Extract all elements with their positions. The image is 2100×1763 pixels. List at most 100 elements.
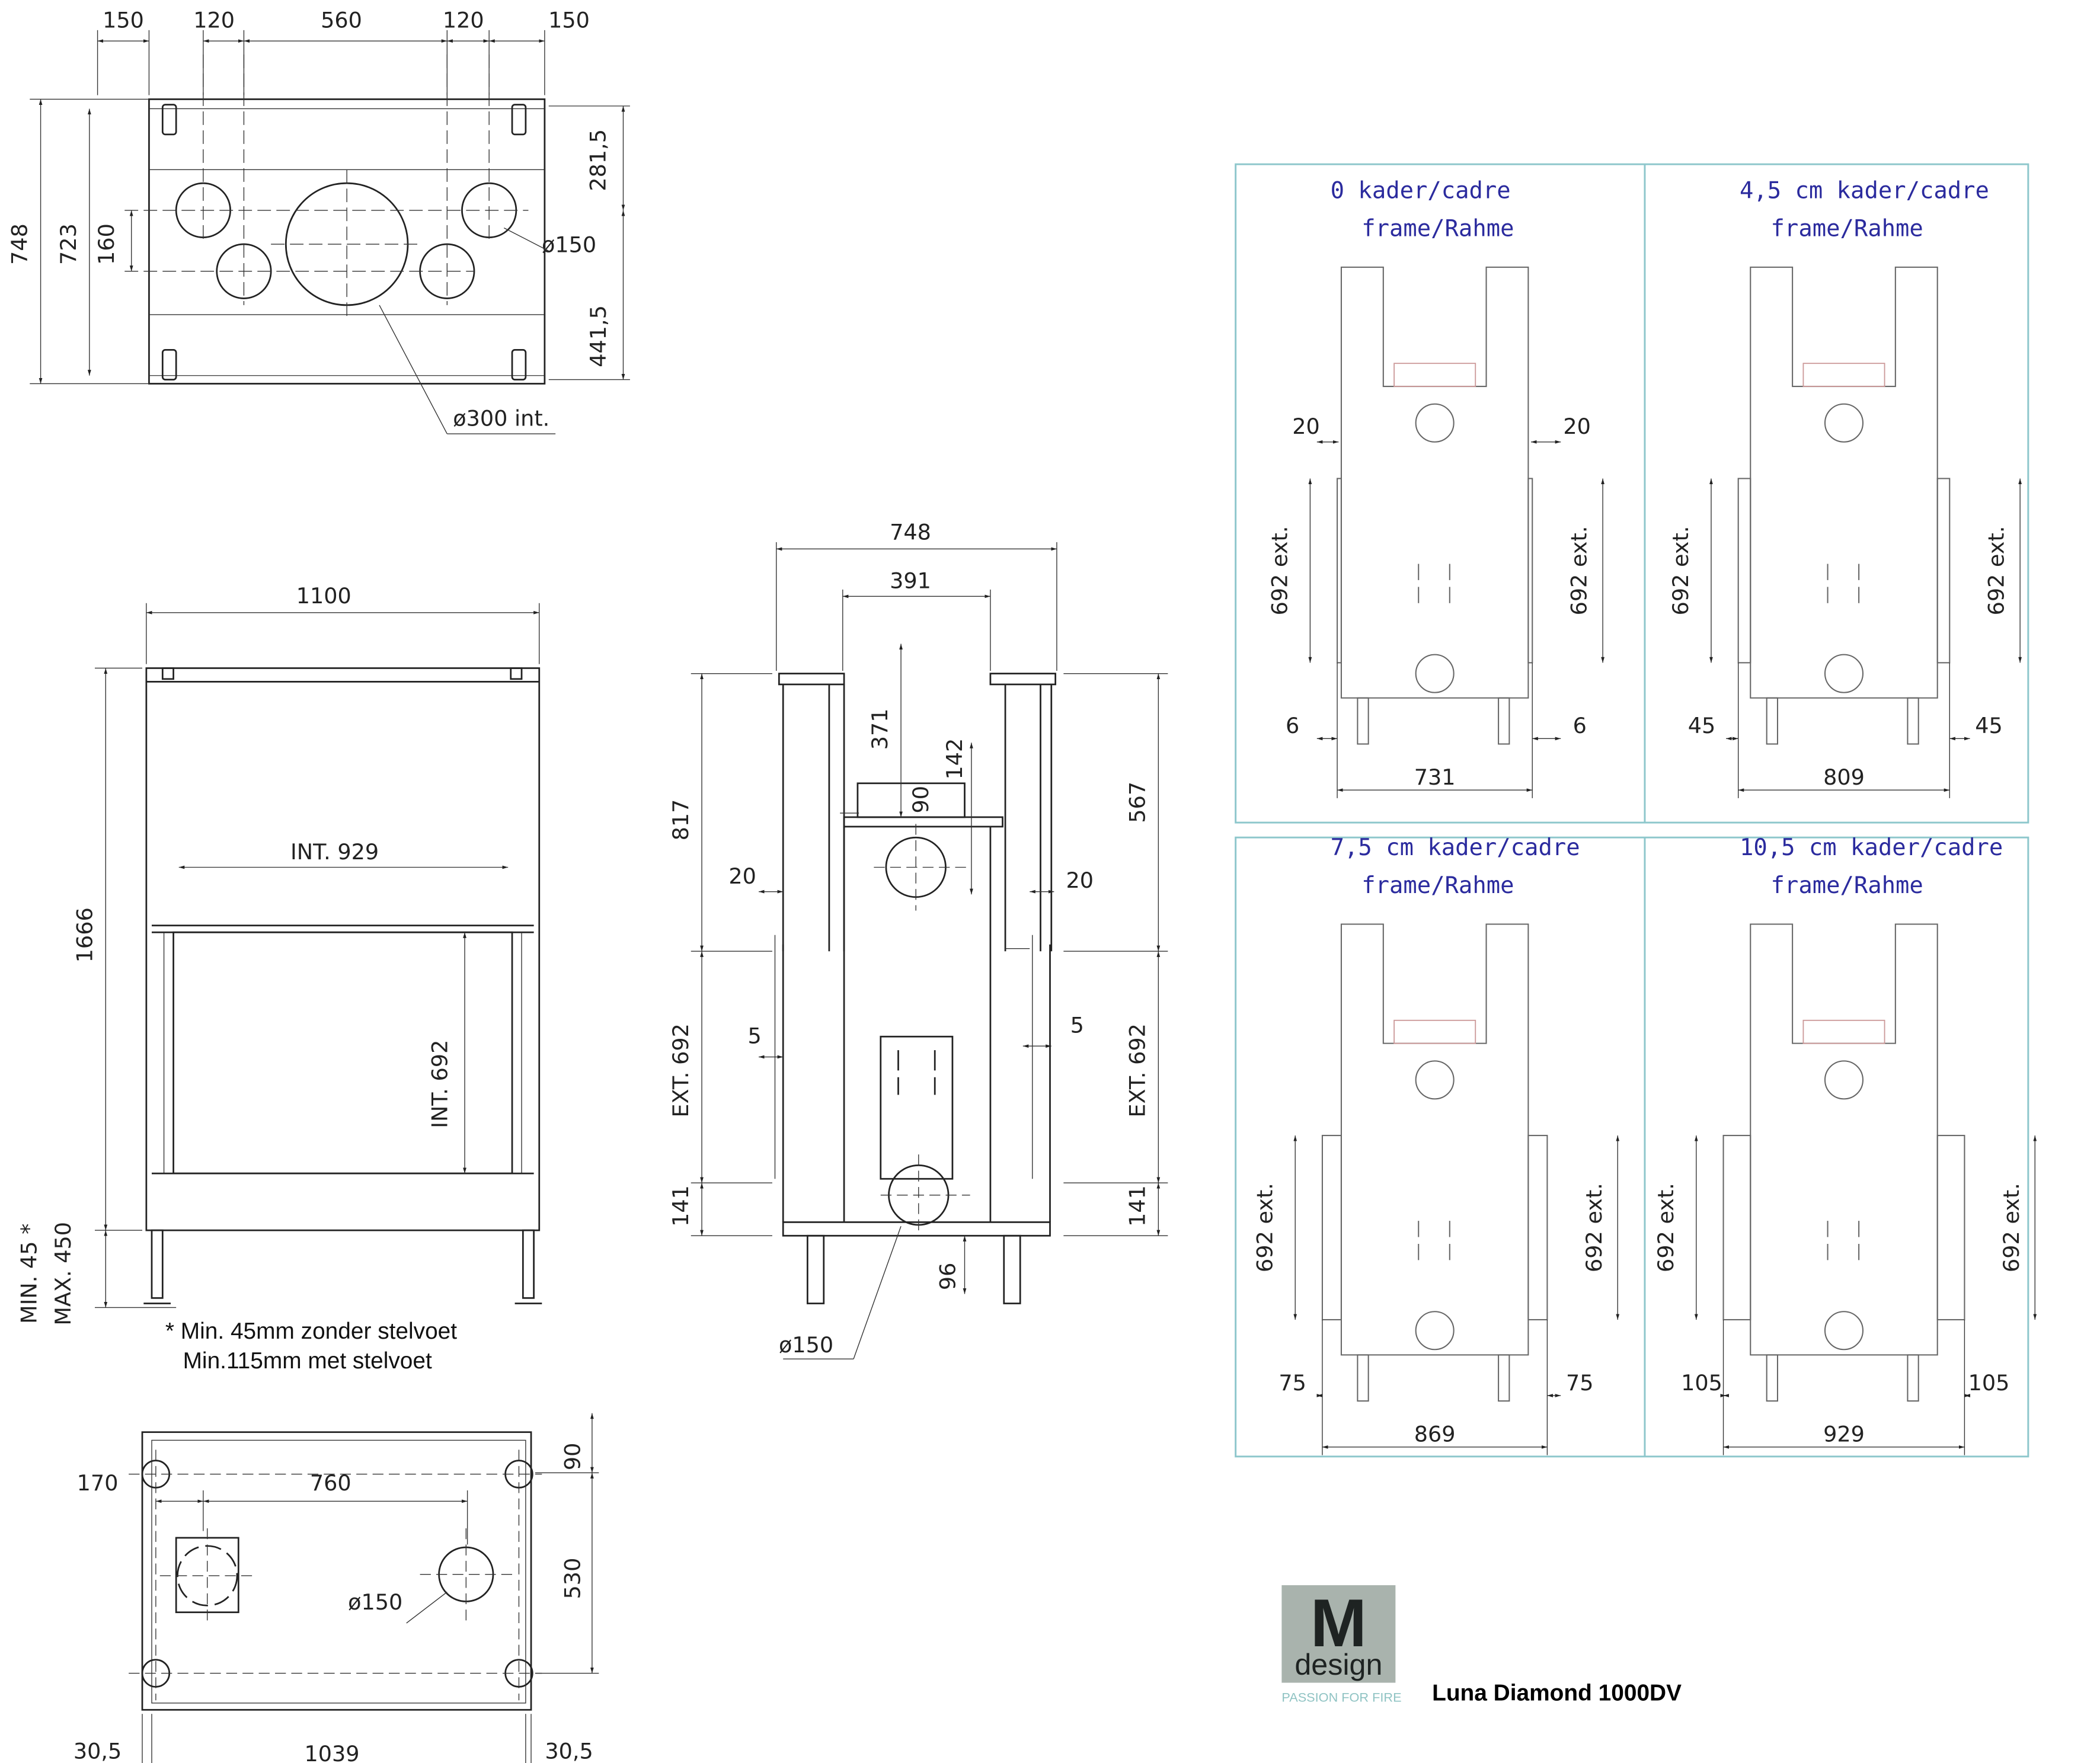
panel-subtitle: frame/Rahme [1771, 872, 1923, 899]
dimension-label: 150 [548, 7, 590, 33]
glass-window [172, 931, 513, 1175]
dimension-label: 30,5 [545, 1739, 593, 1763]
dimension-label: 170 [77, 1470, 119, 1496]
dimension-label: 1039 [304, 1741, 359, 1763]
frame-strip-right [1936, 478, 1951, 664]
dimension-label: ø300 int. [453, 405, 549, 431]
panel-title: 7,5 cm kader/cadre [1331, 834, 1580, 861]
dimension-label: 141 [1125, 1185, 1150, 1227]
top-view [124, 55, 546, 385]
leader-line [504, 227, 549, 252]
logo-word: design [1294, 1647, 1382, 1681]
frame-strip-right [1527, 1135, 1548, 1320]
dimension-label: 30,5 [73, 1739, 122, 1763]
dimension-label: 817 [668, 799, 693, 841]
dimension-label: 20 [728, 863, 756, 889]
dimension-label: 692 ext. [1267, 526, 1293, 615]
frame-strip-right [1936, 1135, 1965, 1320]
dimension-label: 20 [1563, 414, 1591, 439]
frame-strip-left [1321, 1135, 1342, 1320]
mdesign-logo: M design PASSION FOR FIRE [1281, 1585, 1402, 1705]
dimension-label: 141 [668, 1185, 693, 1227]
leader-line [853, 1226, 902, 1359]
dimension-label: 809 [1823, 764, 1865, 790]
logo-mark: M [1310, 1586, 1367, 1661]
dimension-label: 723 [56, 223, 81, 265]
dimension-label: 6 [1286, 713, 1299, 738]
dimension-label: 748 [7, 223, 33, 265]
dimension-label: MIN. 45 * [17, 1224, 42, 1324]
fireplace-outline [1340, 266, 1529, 699]
panel-title: 0 kader/cadre [1331, 177, 1511, 204]
panel-subtitle: frame/Rahme [1361, 215, 1514, 242]
fireplace-outline [1750, 923, 1938, 1356]
dimension-label: 760 [310, 1470, 351, 1496]
dimension-label: 45 [1688, 713, 1716, 738]
dimension-label: 6 [1573, 713, 1587, 738]
logo-tagline: PASSION FOR FIRE [1281, 1690, 1401, 1705]
leader-line [379, 305, 448, 434]
dimension-label: 281,5 [586, 129, 611, 191]
frame-strip-left [1737, 478, 1751, 664]
dimension-label: 45 [1975, 713, 2003, 738]
dimension-label: 96 [935, 1263, 960, 1291]
frame-strip-left [1337, 478, 1342, 664]
dimension-label: 5 [1070, 1012, 1084, 1038]
dimension-label: MAX. 450 [50, 1222, 76, 1326]
frame-option-panel: 10,5 cm kader/cadre frame/Rahme 692 ext. 69… [1653, 834, 2037, 1455]
dimension-label: 441,5 [586, 305, 611, 367]
dimension-label: 692 ext. [1252, 1183, 1277, 1272]
dimension-label: INT. 692 [427, 1040, 452, 1128]
dimension-label: 90 [560, 1443, 585, 1471]
dimension-label: 560 [321, 7, 362, 33]
dimension-label: 929 [1823, 1422, 1865, 1447]
dimension-label: 75 [1566, 1370, 1594, 1396]
dimension-label: 692 ext. [1668, 526, 1693, 615]
dimension-label: 105 [1681, 1370, 1722, 1396]
bottom-view [129, 1431, 542, 1711]
dimension-label: 5 [748, 1023, 762, 1049]
dimension-label: 692 ext. [1567, 526, 1592, 615]
frame-strip-left [1722, 1135, 1751, 1320]
dimension-label: 1666 [72, 907, 97, 962]
dimension-label: 120 [193, 7, 235, 33]
product-title: Luna Diamond 1000DV [1432, 1680, 1682, 1706]
panel-title: 10,5 cm kader/cadre [1740, 834, 2003, 861]
dimension-label: 90 [908, 786, 934, 814]
panel-subtitle: frame/Rahme [1771, 215, 1923, 242]
panel-title: 4,5 cm kader/cadre [1740, 177, 1989, 204]
frame-option-panel: 7,5 cm kader/cadre frame/Rahme 692 ext. 692… [1252, 834, 1620, 1455]
dimension-label: 1100 [296, 583, 351, 609]
side-view [774, 673, 1057, 1304]
dimension-label: 391 [890, 568, 931, 594]
footnote-line-2: Min.115mm met stelvoet [183, 1348, 432, 1374]
dimension-label: 160 [94, 223, 119, 265]
dimension-label: EXT. 692 [668, 1023, 693, 1118]
dimension-label: 869 [1414, 1422, 1456, 1447]
dimension-label: 120 [443, 7, 484, 33]
dimension-label: 692 ext. [1984, 526, 2009, 615]
dimension-label: EXT. 692 [1125, 1023, 1150, 1118]
fireplace-outline [1750, 266, 1938, 699]
frame-option-panel: 4,5 cm kader/cadre frame/Rahme 692 ext. 692… [1668, 177, 2022, 798]
fireplace-outline [1340, 923, 1529, 1356]
dimension-label: ø150 [779, 1332, 833, 1358]
dimension-label: ø150 [348, 1589, 402, 1615]
dimension-label: 692 ext. [1653, 1183, 1679, 1272]
frame-strip-right [1527, 478, 1533, 664]
dimension-label: ø150 [542, 232, 596, 258]
frame-option-panel: 0 kader/cadre frame/Rahme 692 ext. 692 ext.… [1267, 177, 1604, 798]
dimension-label: INT. 929 [290, 839, 379, 865]
dimension-label: 20 [1066, 868, 1094, 893]
dimension-label: 692 ext. [1581, 1183, 1607, 1272]
dimension-label: 142 [942, 738, 967, 780]
dimension-label: 75 [1278, 1370, 1306, 1396]
dimension-label: 731 [1414, 764, 1456, 790]
front-view [143, 667, 542, 1304]
dimension-label: 567 [1125, 782, 1150, 823]
dimension-label: 371 [867, 708, 893, 750]
dimension-label: 692 ext. [1999, 1183, 2024, 1272]
footnote-line-1: * Min. 45mm zonder stelvoet [165, 1319, 457, 1344]
panel-subtitle: frame/Rahme [1361, 872, 1514, 899]
dimension-label: 150 [103, 7, 144, 33]
